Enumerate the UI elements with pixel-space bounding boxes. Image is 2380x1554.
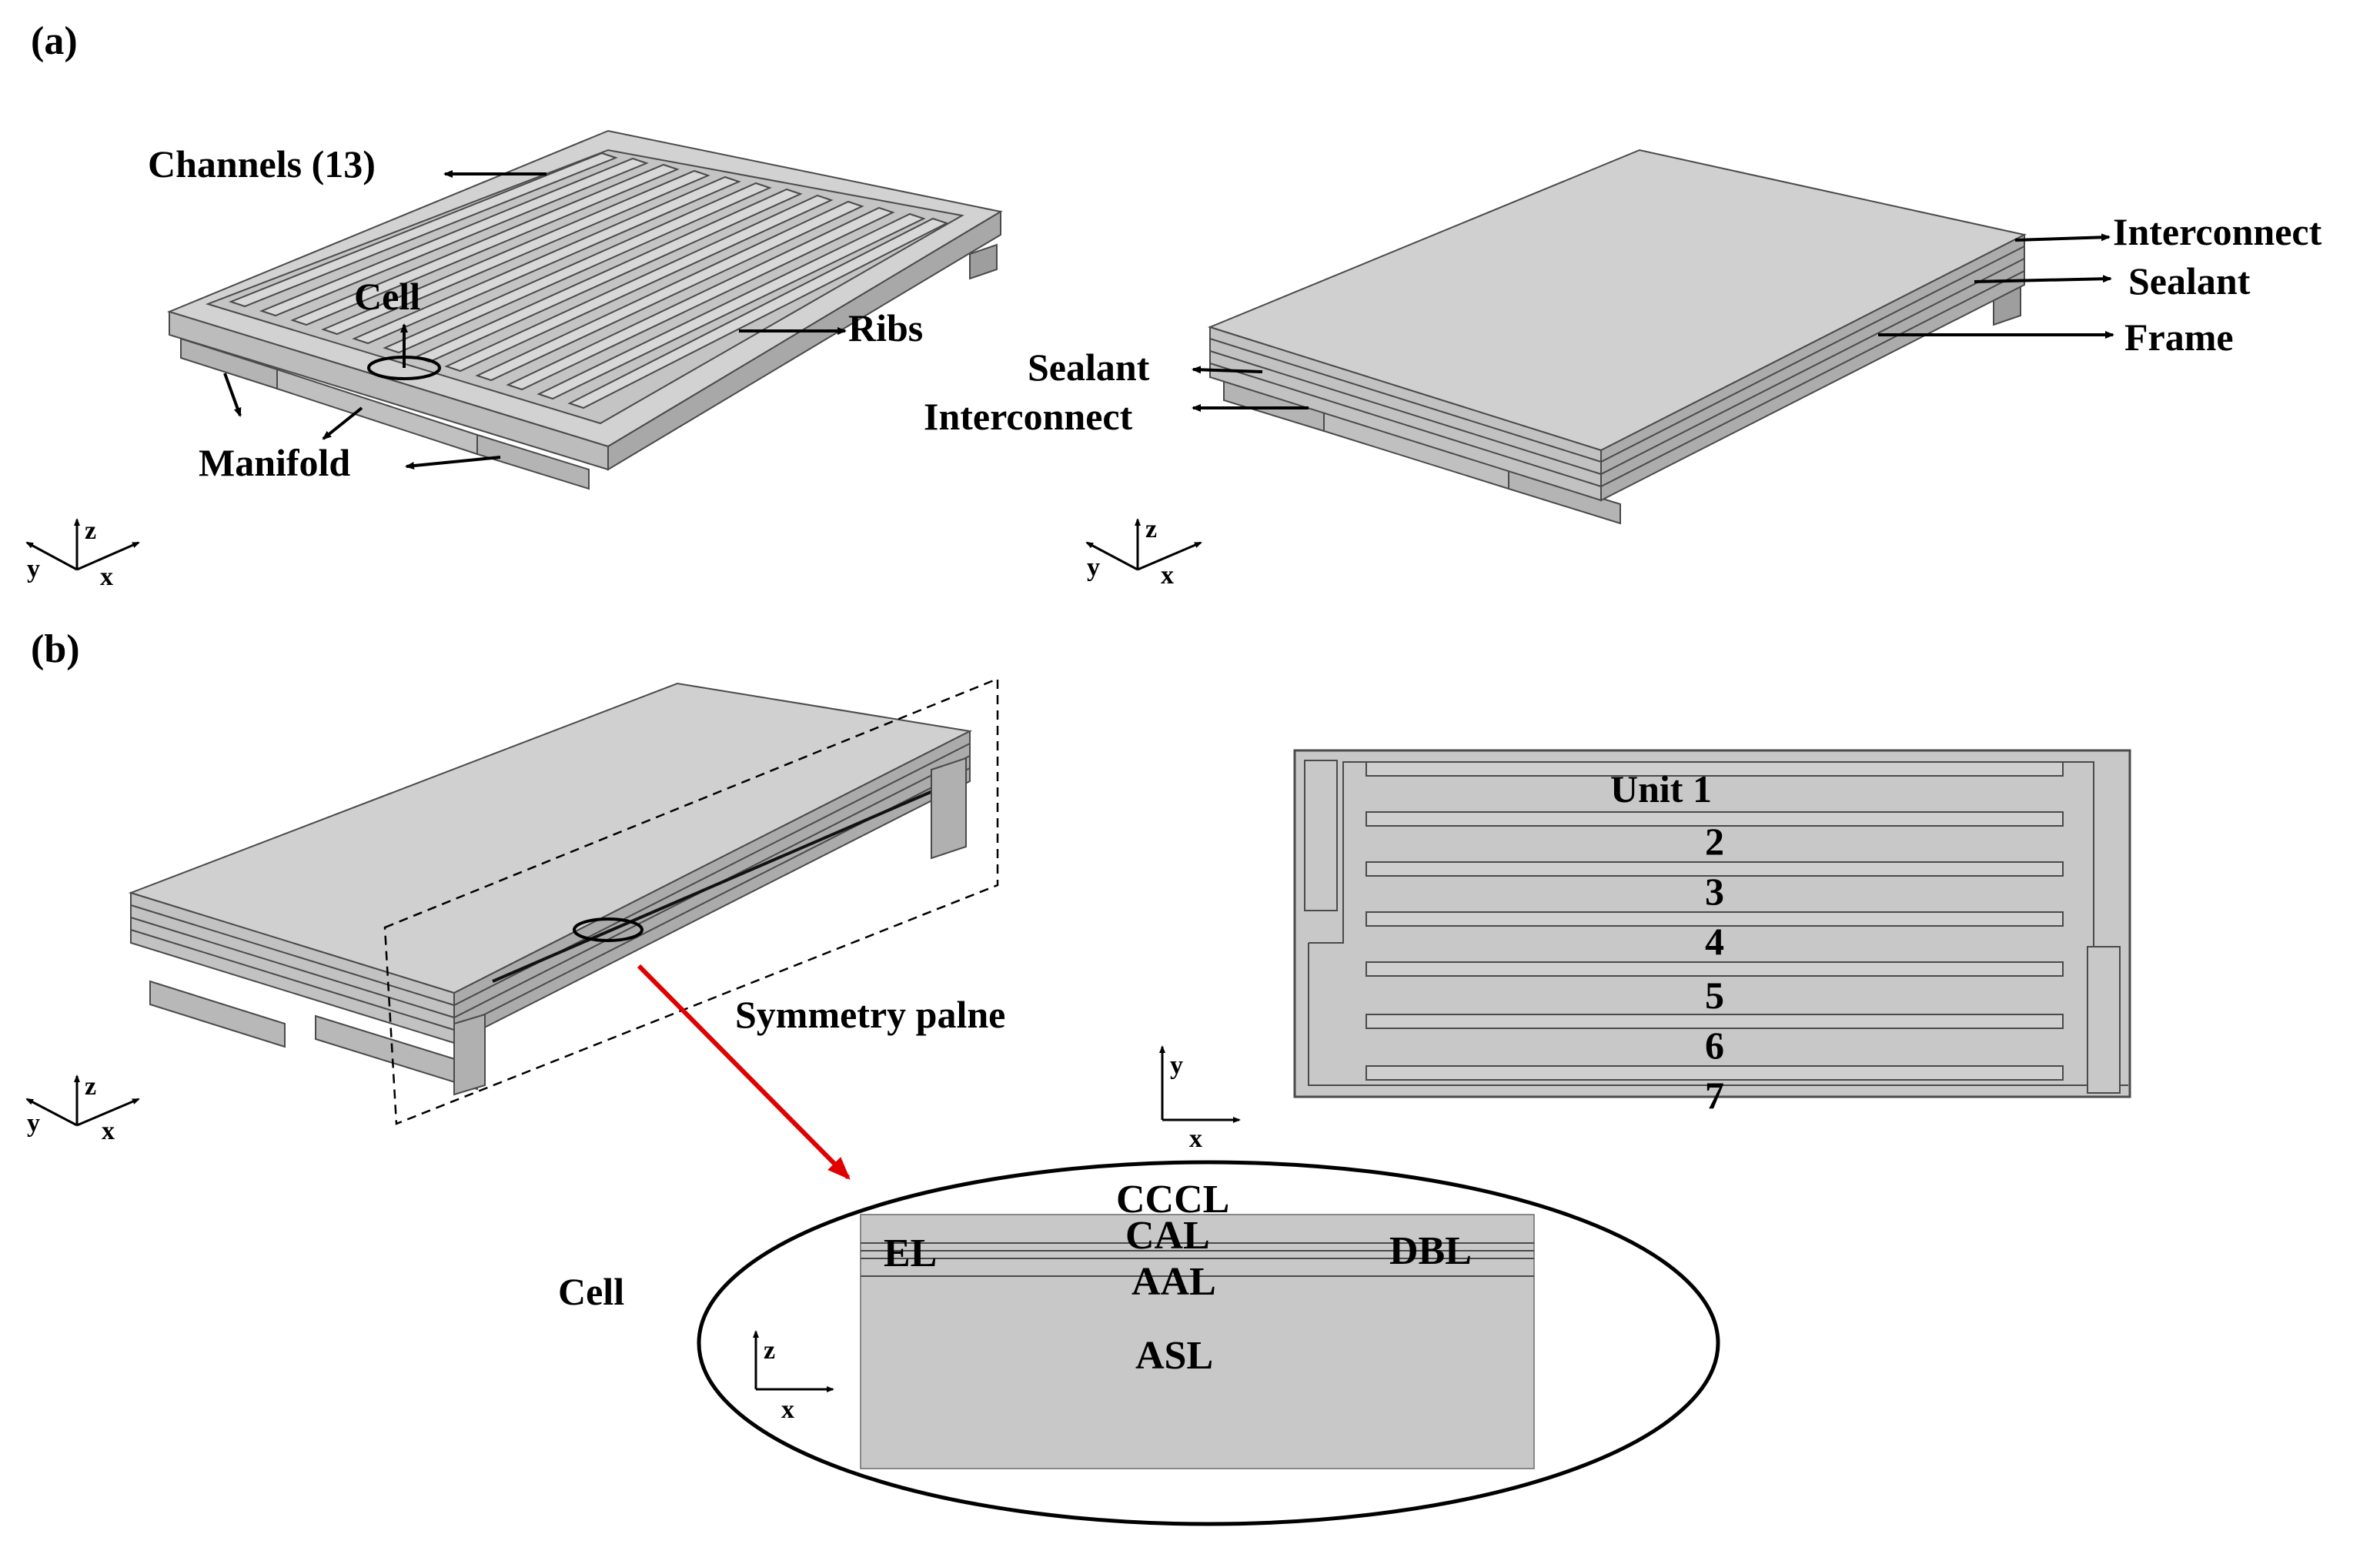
axis-triad <box>25 518 140 571</box>
sealant-top-arrow <box>1974 275 2112 283</box>
rib <box>444 194 834 373</box>
plate-right-face <box>607 210 1001 471</box>
interconnect-top-label: Interconnect <box>2113 210 2322 253</box>
cell-marker-ellipse <box>573 917 643 942</box>
panel-label-a: (a) <box>31 19 78 63</box>
unit-channel <box>1365 861 2064 877</box>
rib <box>567 217 949 409</box>
rib <box>321 169 710 336</box>
sealant-left-arrow <box>1192 366 1263 374</box>
manifold-foot <box>969 243 998 280</box>
axis-x-label: x <box>102 1117 115 1145</box>
axis-triad <box>1085 518 1202 571</box>
manifold-arrow-3 <box>405 456 501 470</box>
rib <box>475 200 864 382</box>
axis-y-label: y <box>27 555 40 583</box>
sealant-left-label: Sealant <box>1028 346 1150 389</box>
stack-right-face <box>1600 233 2025 502</box>
axis-y-label: y <box>1087 553 1100 582</box>
sealant-top-label: Sealant <box>2128 259 2251 302</box>
cell-channel-line <box>492 784 948 983</box>
cell-layer-line <box>130 755 971 1019</box>
frame-label: Frame <box>2124 316 2234 359</box>
stack-layer-line <box>1209 246 2025 463</box>
cell-end-block <box>931 757 967 860</box>
rib <box>383 182 772 354</box>
cell-foot <box>149 980 286 1048</box>
axis-x-label: x <box>1161 561 1174 590</box>
rib <box>290 163 680 326</box>
axis-y-label: y <box>1170 1051 1183 1080</box>
unit-label-6: 6 <box>1705 1024 1724 1067</box>
unit-channel <box>1365 961 2064 977</box>
cross-section-block <box>860 1214 1535 1469</box>
axis-z-label: z <box>85 1072 96 1101</box>
stack-assembly <box>1208 149 2027 525</box>
rib <box>537 212 926 400</box>
symmetry-plane-label: Symmetry palne <box>735 993 1005 1036</box>
stack-layer-line <box>1209 258 2025 476</box>
channels-label: Channels (13) <box>148 142 376 185</box>
layer-label-dbl: DBL <box>1389 1229 1472 1273</box>
axis-z-label: z <box>1145 515 1157 543</box>
unit-label-7: 7 <box>1705 1074 1724 1117</box>
unit-label-2: 2 <box>1705 820 1724 863</box>
axis-x-label: x <box>1189 1125 1202 1153</box>
zoom-arrow <box>637 964 851 1180</box>
interconnect-left-label: Interconnect <box>924 395 1133 438</box>
unit-label-5: 5 <box>1705 974 1724 1017</box>
axis-z-label: z <box>764 1336 775 1365</box>
unit-label-1: Unit 1 <box>1610 767 1712 810</box>
rib <box>259 157 649 317</box>
cell-foot <box>315 1014 478 1091</box>
unit-channel <box>1365 1065 2064 1081</box>
axis-x-label: x <box>781 1395 794 1424</box>
symmetry-plane-outline <box>383 677 999 1125</box>
unit-channel <box>1365 1014 2064 1029</box>
unit-label-4: 4 <box>1705 920 1724 963</box>
cell-cross-section <box>860 1214 1535 1469</box>
left-manifold-slot <box>1304 760 1338 911</box>
cell-label-a: Cell <box>354 275 420 318</box>
layer-label-cal: CAL <box>1125 1214 1210 1258</box>
manifold-arrow-1 <box>223 373 242 417</box>
half-cell-3d <box>128 682 973 1096</box>
unit-channel <box>1365 761 2064 777</box>
axis-pair <box>1159 1045 1241 1123</box>
axis-z-label: z <box>85 516 96 545</box>
layer-label-cccl: CCCL <box>1116 1178 1229 1221</box>
layer-label-asl: ASL <box>1135 1334 1213 1378</box>
unit-channel <box>1365 811 2064 827</box>
rib <box>506 206 895 391</box>
axis-pair <box>753 1330 834 1392</box>
cell-end-block <box>453 1013 486 1096</box>
unit-label-3: 3 <box>1705 870 1724 913</box>
axis-y-label: y <box>27 1109 40 1138</box>
unit-channel <box>1365 911 2064 927</box>
manifold-arrow-2 <box>322 406 363 440</box>
ribs-label: Ribs <box>848 306 923 349</box>
top-view <box>1293 749 2131 1098</box>
stack-layer-line <box>1209 270 2025 488</box>
interconnect-top-arrow <box>2014 233 2111 242</box>
layer-label-el: EL <box>884 1232 937 1275</box>
rib <box>352 175 741 345</box>
manifold-outline <box>1308 943 2094 1086</box>
layer-label-aal: AAL <box>1132 1260 1216 1304</box>
cell-layer-line <box>130 743 971 1007</box>
axis-x-label: x <box>100 563 113 591</box>
manifold-foot <box>476 433 590 490</box>
flow-field-plate <box>167 129 1003 490</box>
rib-group <box>229 152 949 409</box>
panel-label-b: (b) <box>31 627 80 671</box>
rib <box>229 152 618 308</box>
right-manifold-slot <box>2087 946 2121 1094</box>
cell-label-b: Cell <box>558 1270 624 1313</box>
axis-triad <box>25 1074 140 1127</box>
manifold-label: Manifold <box>199 441 350 484</box>
